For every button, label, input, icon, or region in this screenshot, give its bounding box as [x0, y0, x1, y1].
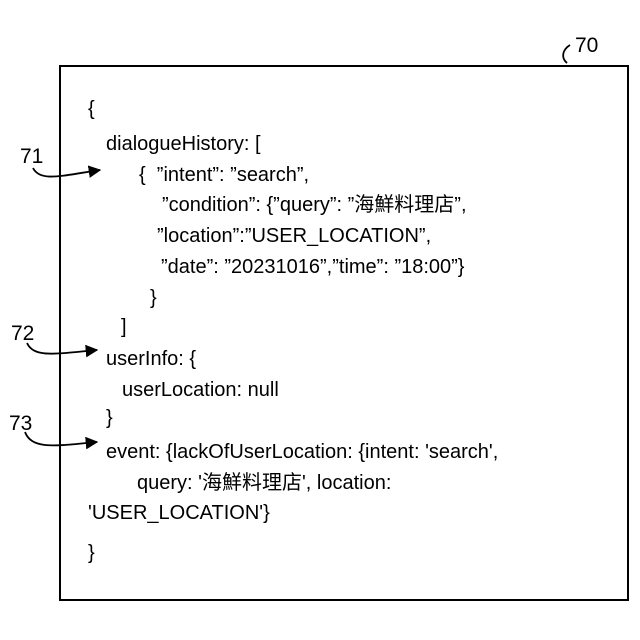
ref-label-73: 73 — [9, 412, 32, 436]
code-line-event: event: {lackOfUserLocation: {intent: 'se… — [106, 440, 498, 464]
code-line-close-brace: } — [88, 541, 95, 565]
code-line-user-location: userLocation: null — [122, 378, 279, 402]
code-line-event-query: query: '海鮮料理店', location: — [137, 471, 391, 495]
code-line-open-brace: { — [88, 97, 95, 121]
code-line-close-array: ] — [121, 315, 127, 339]
code-line-close-object: } — [150, 286, 157, 310]
ref-label-72: 72 — [11, 322, 34, 346]
code-line-intent: { ”intent”: ”search”, — [139, 163, 309, 187]
ref-label-70: 70 — [575, 34, 598, 58]
code-line-dialogue-history: dialogueHistory: [ — [106, 132, 261, 156]
code-line-event-location-value: 'USER_LOCATION'} — [88, 501, 270, 525]
code-line-close-user-info: } — [106, 406, 113, 430]
code-line-location: ”location”:”USER_LOCATION”, — [157, 224, 431, 248]
ref-label-71: 71 — [20, 145, 43, 169]
code-line-condition: ”condition”: {”query”: ”海鮮料理店”, — [162, 193, 467, 217]
code-line-user-info: userInfo: { — [106, 347, 196, 371]
ref-70-leader — [563, 45, 570, 63]
code-line-date-time: ”date”: ”20231016”,”time”: ”18:00”} — [161, 255, 465, 279]
